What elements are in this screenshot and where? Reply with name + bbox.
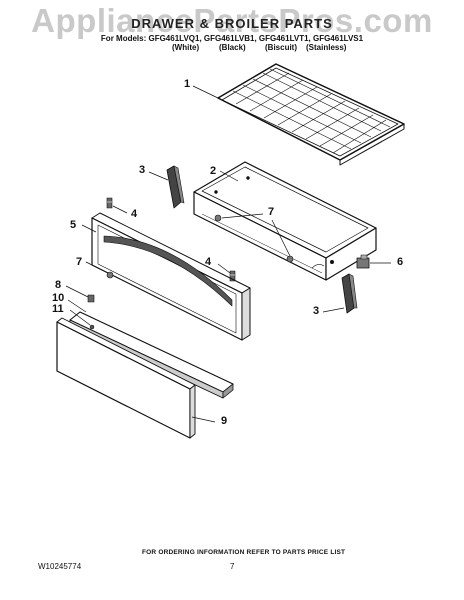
callout-3-right: 3 bbox=[313, 305, 320, 317]
color-label-white: (White) bbox=[172, 43, 200, 52]
screw-right bbox=[229, 270, 236, 282]
callout-9: 9 bbox=[221, 415, 228, 427]
callout-3-left: 3 bbox=[139, 164, 146, 176]
document-id: W10245774 bbox=[38, 562, 82, 571]
drawer-front-panel bbox=[91, 212, 251, 341]
broiler-panel bbox=[56, 317, 196, 439]
drawer-body bbox=[193, 161, 377, 281]
callout-5: 5 bbox=[70, 219, 77, 231]
ordering-note: FOR ORDERING INFORMATION REFER TO PARTS … bbox=[142, 549, 346, 556]
callout-7-right: 7 bbox=[268, 206, 275, 218]
color-label-biscuit: (Biscuit) bbox=[265, 43, 297, 52]
watermark: AppliancePartsPros.com bbox=[31, 2, 433, 39]
callout-7-left: 7 bbox=[76, 256, 83, 268]
screw-left bbox=[106, 197, 113, 209]
callout-4-left: 4 bbox=[131, 208, 138, 220]
callout-2: 2 bbox=[210, 165, 217, 177]
clip bbox=[356, 254, 370, 269]
color-label-stainless: (Stainless) bbox=[306, 43, 347, 52]
bumper-1 bbox=[214, 214, 222, 222]
callout-6: 6 bbox=[397, 256, 404, 268]
bumper-2 bbox=[286, 255, 294, 263]
drawer-slide-right bbox=[341, 273, 358, 314]
screw-8 bbox=[87, 294, 95, 303]
callout-10: 10 bbox=[52, 292, 65, 304]
leader-lines bbox=[65, 85, 391, 423]
callout-4-right: 4 bbox=[205, 256, 212, 268]
bumper-3 bbox=[106, 271, 114, 279]
model-list: For Models: GFG461LVQ1, GFG461LVB1, GFG4… bbox=[100, 34, 364, 43]
diagram-title: DRAWER & BROILER PARTS bbox=[131, 16, 333, 31]
page-number: 7 bbox=[230, 562, 235, 571]
drawer-slide-left bbox=[166, 165, 185, 209]
color-label-black: (Black) bbox=[219, 43, 246, 52]
broiler-rack bbox=[217, 63, 405, 166]
callout-8: 8 bbox=[55, 279, 62, 291]
callout-11: 11 bbox=[52, 303, 64, 315]
spacer-11 bbox=[89, 324, 95, 330]
callout-1: 1 bbox=[184, 78, 191, 90]
